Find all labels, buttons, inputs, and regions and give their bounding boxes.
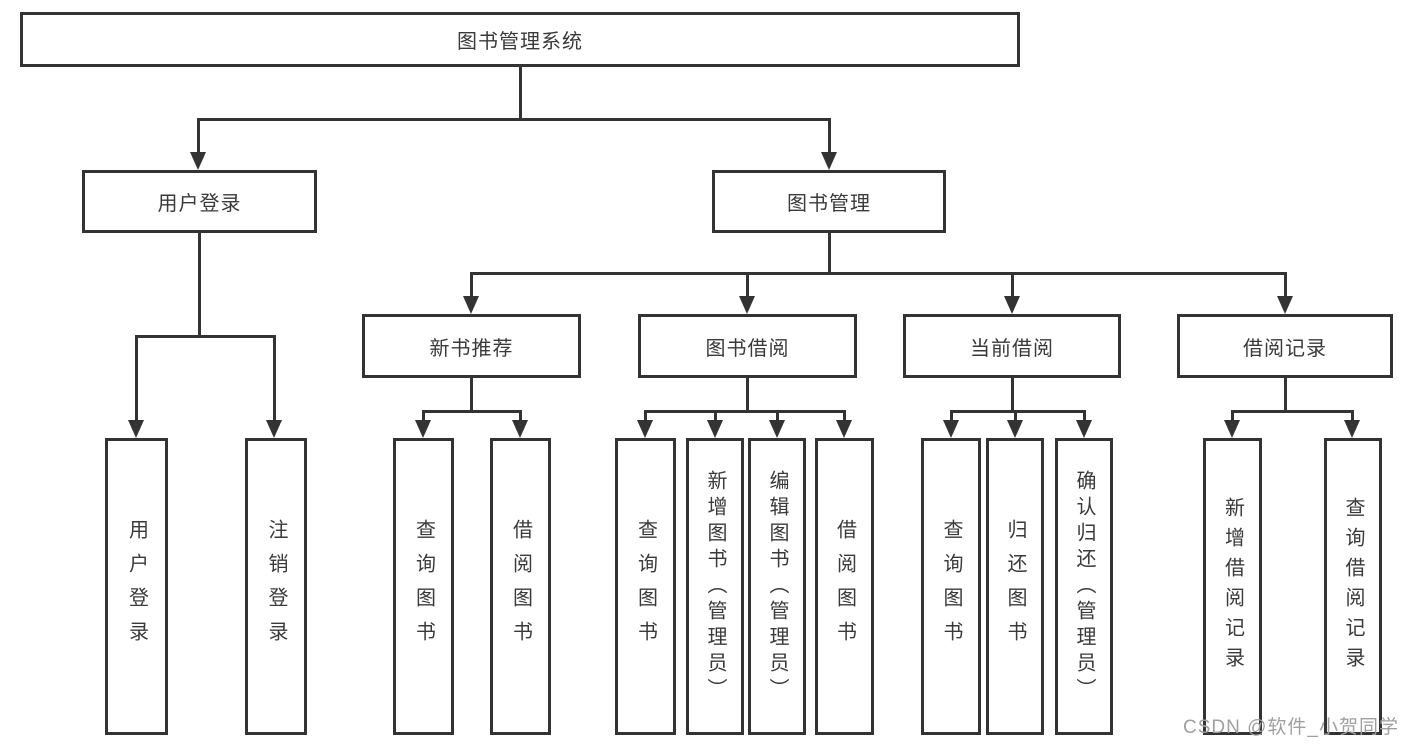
leaf-edit-book-admin: 编辑图书（管理员） [748,438,806,735]
connector-line [1083,410,1086,424]
node-label: 用户登录 [125,518,148,655]
arrow-down-icon [836,420,852,438]
node-label: 查询图书 [634,518,657,655]
arrow-down-icon [266,420,282,438]
connector-line [828,118,831,154]
node-label: 当前借阅 [970,337,1054,360]
arrow-down-icon [512,420,528,438]
connector-line [470,378,473,413]
arrow-down-icon [415,420,431,438]
node-label: 查询图书 [412,518,435,655]
connector-line [776,410,779,424]
connector-line [135,335,138,422]
node-label: 查询借阅记录 [1342,496,1364,677]
node-label: 借阅图书 [509,518,532,655]
node-book-management: 图书管理 [712,170,946,233]
leaf-query-borrow-record: 查询借阅记录 [1324,438,1382,735]
arrow-down-icon [1004,296,1020,314]
node-label: 用户登录 [157,193,242,215]
node-label: 编辑图书（管理员） [766,469,788,704]
arrow-down-icon [1277,296,1293,314]
connector-line [519,410,522,424]
connector-line [746,378,749,413]
arrow-down-icon [707,420,723,438]
node-label: 图书管理 [787,193,871,215]
leaf-user-login: 用户登录 [105,438,168,735]
connector-line [843,410,846,424]
connector-line [1284,378,1287,413]
node-label: 确认归还（管理员） [1073,469,1095,704]
arrow-down-icon [1076,420,1092,438]
leaf-query-books-current: 查询图书 [921,438,981,735]
node-borrowing-records: 借阅记录 [1177,314,1393,378]
arrow-down-icon [128,420,144,438]
connector-line [470,272,1287,275]
leaf-logout: 注销登录 [245,438,307,735]
node-root-library-system: 图书管理系统 [20,12,1020,67]
leaf-borrow-books-recommend: 借阅图书 [490,438,551,735]
connector-line [950,410,953,424]
connector-line [1351,410,1354,424]
arrow-down-icon [769,420,785,438]
connector-line [198,233,201,338]
connector-line [828,233,831,275]
connector-line [422,410,425,424]
connector-line [644,410,647,424]
arrow-down-icon [1007,420,1023,438]
node-label: 借阅记录 [1243,337,1327,360]
arrow-down-icon [821,152,837,170]
node-label: 新书推荐 [429,337,514,360]
node-label: 归还图书 [1004,518,1026,655]
leaf-borrow-books-borrowing: 借阅图书 [815,438,874,735]
connector-line [746,272,749,298]
connector-line [135,335,276,338]
node-label: 图书借阅 [705,337,790,360]
connector-line [1014,410,1017,424]
connector-line [273,335,276,422]
node-user-login: 用户登录 [82,170,317,233]
leaf-return-books: 归还图书 [986,438,1044,735]
leaf-add-borrow-record: 新增借阅记录 [1203,438,1262,735]
node-label: 新增图书（管理员） [704,469,726,704]
node-label: 新增借阅记录 [1221,496,1244,677]
arrow-down-icon [1224,420,1240,438]
connector-line [519,67,522,118]
node-new-book-recommend: 新书推荐 [362,314,581,378]
connector-line [1011,378,1014,413]
connector-line [198,118,831,121]
connector-line [950,410,1084,413]
leaf-confirm-return-admin: 确认归还（管理员） [1055,438,1113,735]
leaf-query-books-recommend: 查询图书 [393,438,454,735]
node-book-borrowing: 图书借阅 [638,314,857,378]
node-label: 借阅图书 [833,518,856,655]
connector-line [1231,410,1353,413]
csdn-watermark: CSDN @软件_小贺同学 [1183,717,1399,738]
arrow-down-icon [463,296,479,314]
arrow-down-icon [943,420,959,438]
leaf-query-books-borrowing: 查询图书 [615,438,676,735]
arrow-down-icon [739,296,755,314]
leaf-add-book-admin: 新增图书（管理员） [686,438,744,735]
connector-line [644,410,845,413]
arrow-down-icon [1344,420,1360,438]
node-current-borrowing: 当前借阅 [903,314,1121,378]
connector-line [714,410,717,424]
connector-line [422,410,522,413]
connector-line [1231,410,1234,424]
arrow-down-icon [190,152,206,170]
node-label: 图书管理系统 [457,31,583,53]
node-label: 注销登录 [265,518,287,655]
arrow-down-icon [637,420,653,438]
connector-line [1284,272,1287,298]
connector-line [1011,272,1014,298]
connector-line [470,272,473,298]
node-label: 查询图书 [940,518,962,655]
connector-line [197,118,200,154]
